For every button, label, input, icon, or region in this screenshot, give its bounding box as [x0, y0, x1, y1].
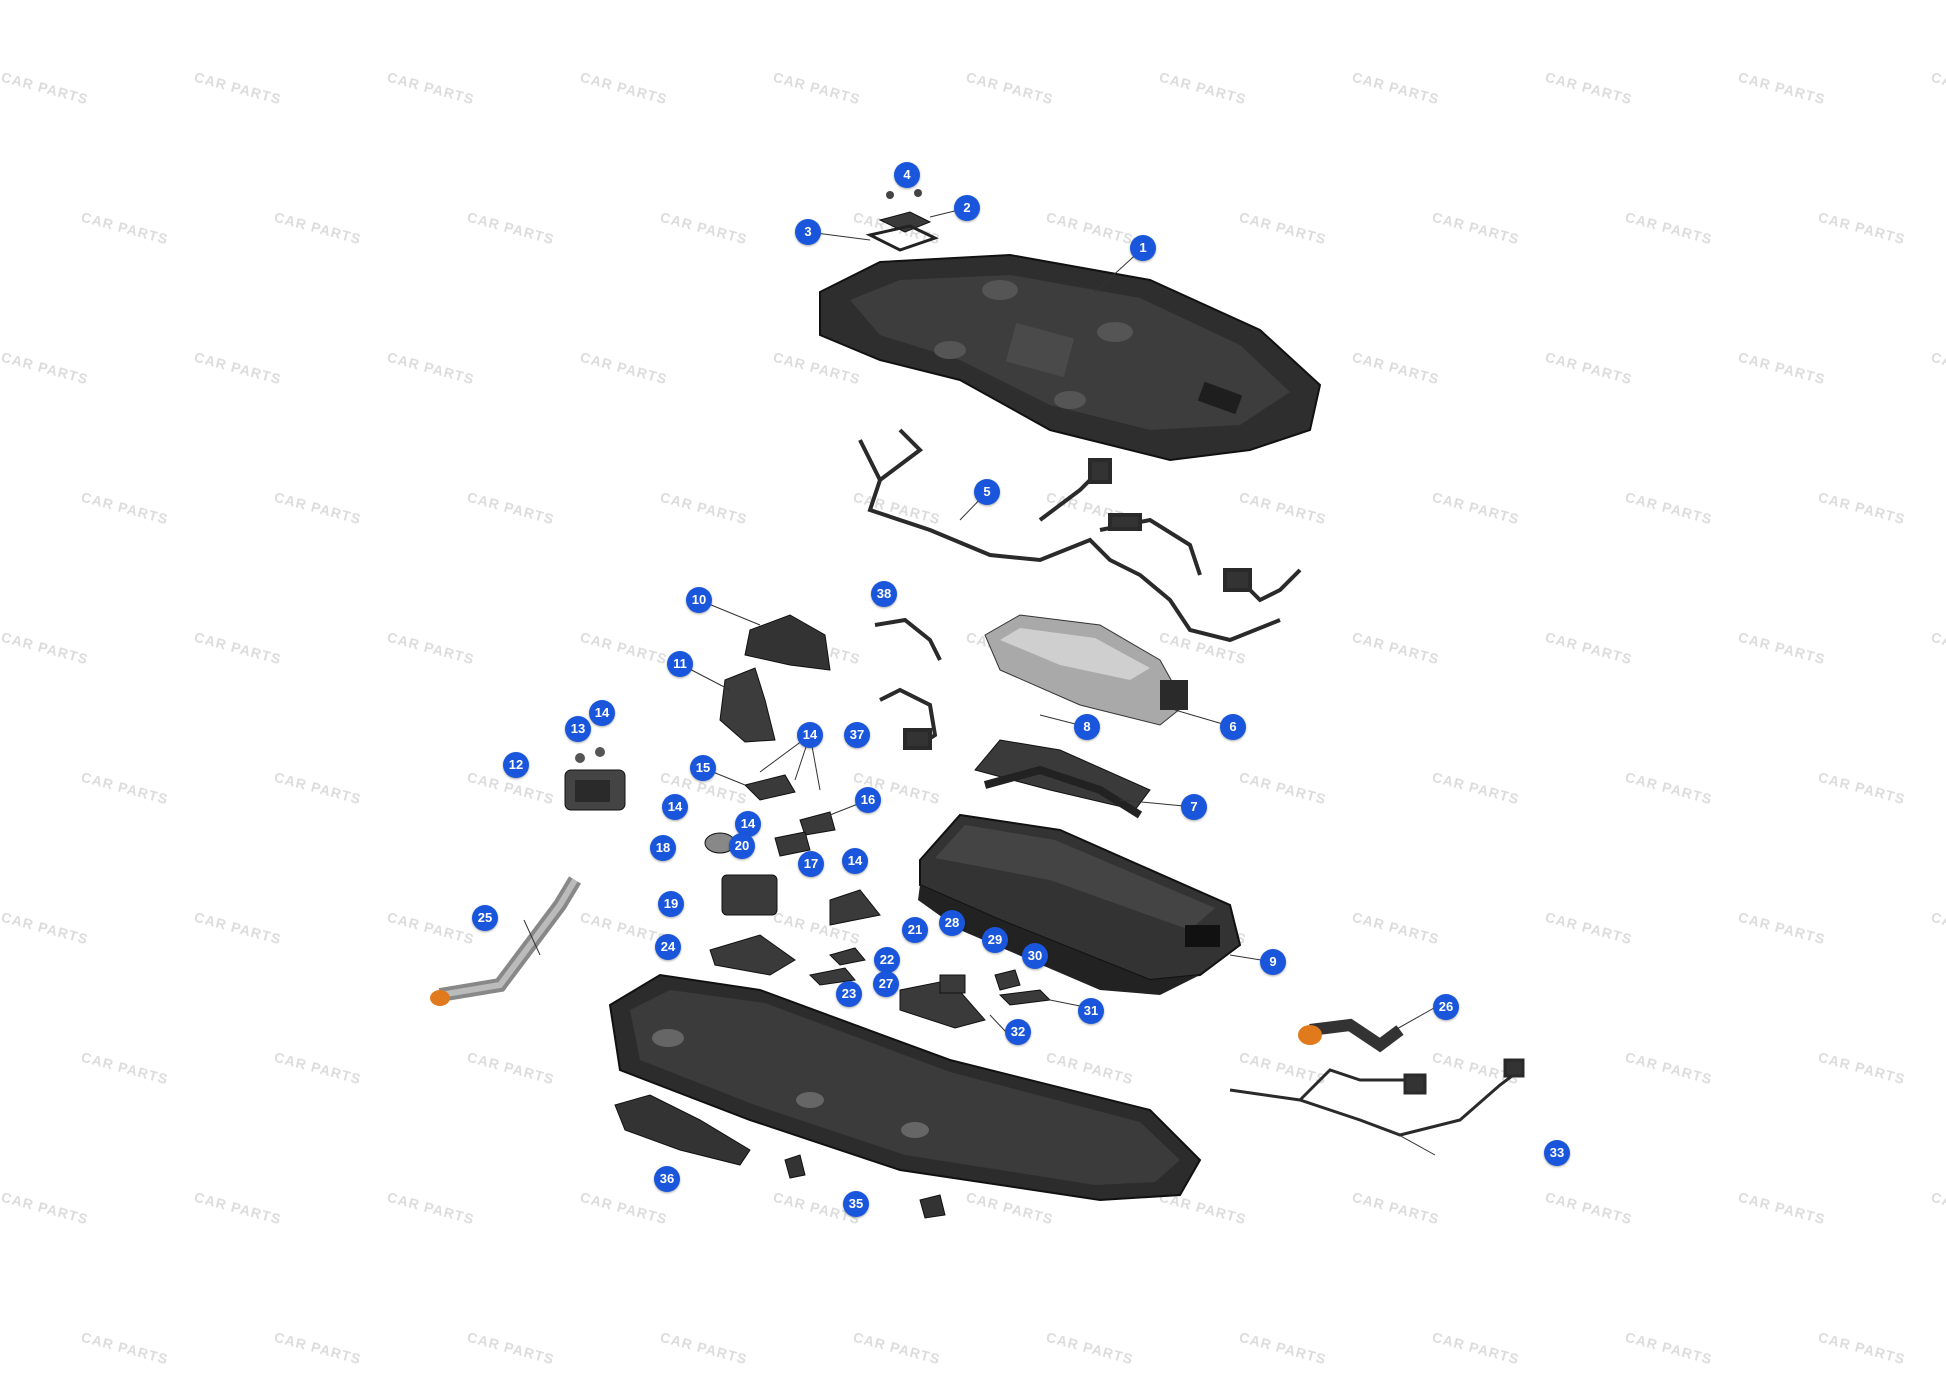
callout-8[interactable]: 8 — [1074, 714, 1100, 740]
callout-4[interactable]: 4 — [894, 162, 920, 188]
callout-22[interactable]: 22 — [874, 947, 900, 973]
callout-15[interactable]: 15 — [690, 755, 716, 781]
callout-10[interactable]: 10 — [686, 587, 712, 613]
callout-31[interactable]: 31 — [1078, 998, 1104, 1024]
callout-1[interactable]: 1 — [1130, 235, 1156, 261]
callout-11[interactable]: 11 — [667, 651, 693, 677]
part-lower-tray — [608, 973, 1202, 1202]
callout-16[interactable]: 16 — [855, 787, 881, 813]
part-coolant-hose — [430, 876, 582, 1006]
callout-3[interactable]: 3 — [795, 219, 821, 245]
callout-33[interactable]: 33 — [1544, 1140, 1570, 1166]
callout-27[interactable]: 27 — [873, 971, 899, 997]
callout-14a[interactable]: 14 — [589, 700, 615, 726]
callout-14d[interactable]: 14 — [735, 811, 761, 837]
callout-35[interactable]: 35 — [843, 1191, 869, 1217]
part-lower-brackets — [614, 1094, 946, 1219]
callout-21[interactable]: 21 — [902, 917, 928, 943]
part-sensor-cables — [874, 617, 942, 750]
callout-36[interactable]: 36 — [654, 1166, 680, 1192]
part-support-bracket — [974, 739, 1151, 819]
callout-14b[interactable]: 14 — [797, 722, 823, 748]
part-upper-cover — [819, 253, 1322, 462]
part-battery-housing — [918, 813, 1242, 995]
callout-20[interactable]: 20 — [729, 833, 755, 859]
callout-37[interactable]: 37 — [844, 722, 870, 748]
callout-9[interactable]: 9 — [1260, 949, 1286, 975]
part-electronic-module — [984, 614, 1188, 726]
callout-6[interactable]: 6 — [1220, 714, 1246, 740]
callout-30[interactable]: 30 — [1022, 943, 1048, 969]
part-small-brackets — [704, 774, 1052, 1029]
part-orange-hose — [1298, 1018, 1404, 1053]
callout-17[interactable]: 17 — [798, 851, 824, 877]
part-left-brackets — [719, 614, 831, 743]
callout-2[interactable]: 2 — [954, 195, 980, 221]
callout-28[interactable]: 28 — [939, 910, 965, 936]
callout-19[interactable]: 19 — [658, 891, 684, 917]
callout-23[interactable]: 23 — [836, 981, 862, 1007]
callout-12[interactable]: 12 — [503, 752, 529, 778]
callout-18[interactable]: 18 — [650, 835, 676, 861]
callout-25[interactable]: 25 — [472, 905, 498, 931]
part-lower-harness — [1229, 1058, 1525, 1137]
part-pump-assembly — [564, 747, 626, 811]
callout-13[interactable]: 13 — [565, 716, 591, 742]
callout-38[interactable]: 38 — [871, 581, 897, 607]
callout-26[interactable]: 26 — [1433, 994, 1459, 1020]
callout-5[interactable]: 5 — [974, 479, 1000, 505]
part-service-cover — [865, 189, 939, 252]
callout-32[interactable]: 32 — [1005, 1019, 1031, 1045]
callout-14c[interactable]: 14 — [662, 794, 688, 820]
part-wiring-harness — [858, 428, 1302, 643]
callout-7[interactable]: 7 — [1181, 794, 1207, 820]
callout-14e[interactable]: 14 — [842, 848, 868, 874]
callout-24[interactable]: 24 — [655, 934, 681, 960]
callout-29[interactable]: 29 — [982, 927, 1008, 953]
